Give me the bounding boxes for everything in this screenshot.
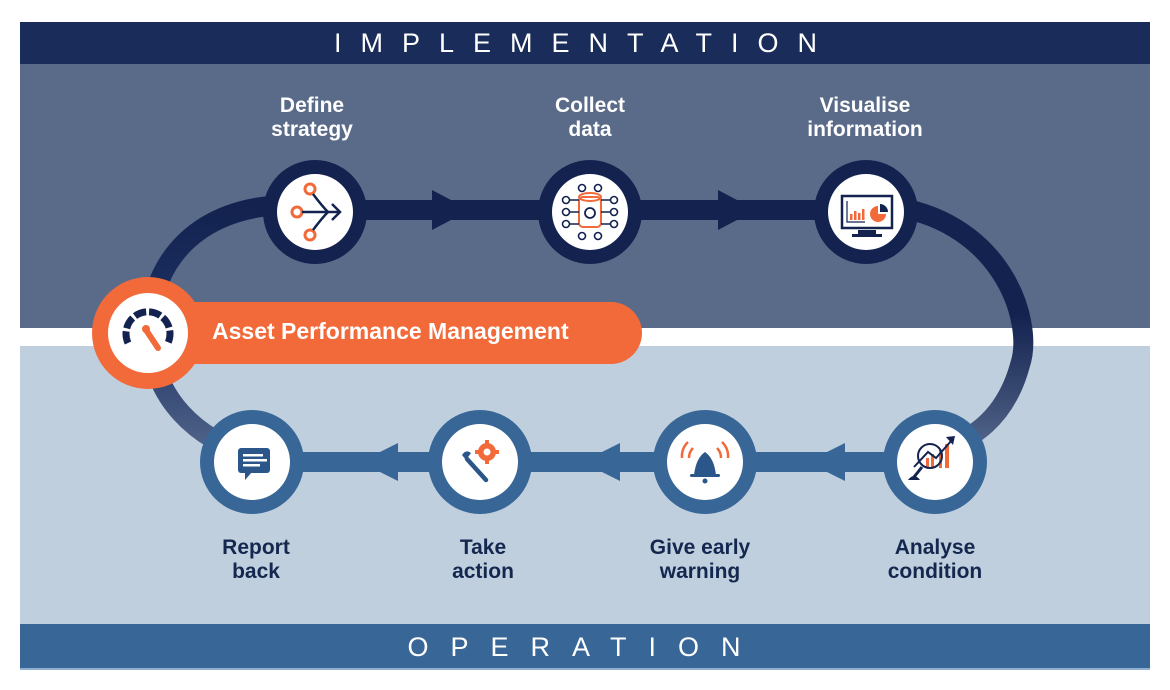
step-analyse-condition[interactable] xyxy=(883,410,987,514)
arrow-left-icon xyxy=(807,443,845,481)
label-report-back: Report back xyxy=(156,536,356,584)
step-visualise-information[interactable] xyxy=(814,160,918,264)
label-take-action: Take action xyxy=(383,536,583,584)
label-analyse-condition: Analyse condition xyxy=(835,536,1035,584)
label-collect-data: Collect data xyxy=(490,94,690,142)
apm-label: Asset Performance Management xyxy=(212,318,569,344)
label-line: data xyxy=(568,118,612,141)
label-line: information xyxy=(807,118,923,141)
label-line: Report xyxy=(222,536,290,559)
label-line: Give early xyxy=(649,536,751,559)
label-line: Take xyxy=(459,536,507,559)
database-network-icon xyxy=(561,183,619,241)
speedometer-icon xyxy=(122,308,174,351)
wrench-gear-icon xyxy=(462,440,499,483)
step-collect-data[interactable] xyxy=(538,160,642,264)
monitor-chart-icon xyxy=(840,194,894,237)
label-line: Collect xyxy=(554,94,625,117)
implementation-title: IMPLEMENTATION xyxy=(333,28,836,58)
label-line: condition xyxy=(887,560,983,583)
label-line: Analyse xyxy=(894,536,976,559)
arrow-right-icon xyxy=(718,190,756,230)
apm-pill xyxy=(120,302,642,364)
step-report-back[interactable] xyxy=(200,410,304,514)
label-line: strategy xyxy=(271,118,353,141)
apm-center-badge[interactable] xyxy=(92,277,642,389)
branch-arrow-icon xyxy=(290,182,342,242)
alarm-bell-icon xyxy=(680,441,730,484)
chat-message-icon xyxy=(238,448,270,480)
label-line: Visualise xyxy=(819,94,911,117)
label-line: warning xyxy=(659,560,741,583)
label-line: back xyxy=(232,560,280,583)
label-give-early-warning: Give early warning xyxy=(600,536,800,584)
label-define-strategy: Define strategy xyxy=(212,94,412,142)
operation-title: OPERATION xyxy=(407,632,763,662)
step-take-action[interactable] xyxy=(428,410,532,514)
step-give-early-warning[interactable] xyxy=(653,410,757,514)
implementation-header: IMPLEMENTATION xyxy=(20,22,1150,64)
label-line: action xyxy=(452,560,514,583)
magnifier-chart-icon xyxy=(908,436,955,480)
label-visualise-information: Visualise information xyxy=(765,94,965,142)
label-line: Define xyxy=(279,94,345,117)
arrow-left-icon xyxy=(360,443,398,481)
arrow-left-icon xyxy=(582,443,620,481)
step-define-strategy[interactable] xyxy=(263,160,367,264)
operation-footer: OPERATION xyxy=(20,624,1150,670)
arrow-right-icon xyxy=(432,190,470,230)
